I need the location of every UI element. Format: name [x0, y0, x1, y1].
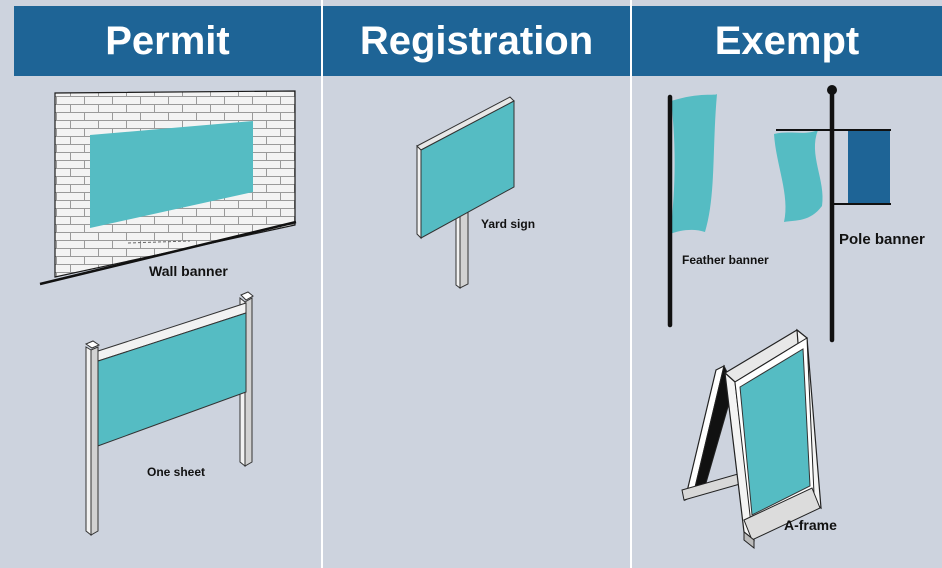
exempt-header: Exempt	[632, 6, 942, 76]
registration-title: Registration	[359, 18, 594, 63]
pole-banner-illustration	[776, 85, 891, 343]
permit-header: Permit	[14, 6, 321, 76]
one-sheet-label: One sheet	[147, 465, 206, 479]
a-frame-board	[739, 348, 811, 516]
registration-header: Registration	[323, 6, 630, 76]
pole-banner-panel	[848, 131, 890, 203]
yard-sign-label: Yard sign	[481, 217, 536, 231]
feather-banner-illustration	[667, 94, 823, 328]
one-sheet-illustration	[84, 291, 254, 537]
permit-title: Permit	[105, 18, 230, 63]
a-frame-label: A-frame	[784, 517, 837, 533]
feather-banner-label: Feather banner	[682, 253, 769, 267]
wall-banner-sign	[90, 121, 253, 228]
exempt-column: Exempt	[632, 0, 942, 568]
yard-sign-illustration	[416, 96, 515, 289]
exempt-title: Exempt	[714, 18, 860, 63]
wall-banner-illustration	[39, 90, 297, 286]
a-frame-illustration	[681, 328, 822, 550]
wall-banner-label: Wall banner	[149, 263, 228, 279]
pole-banner-label: Pole banner	[839, 231, 925, 248]
registration-column: Registration	[323, 0, 630, 568]
yard-sign-board	[420, 100, 515, 239]
